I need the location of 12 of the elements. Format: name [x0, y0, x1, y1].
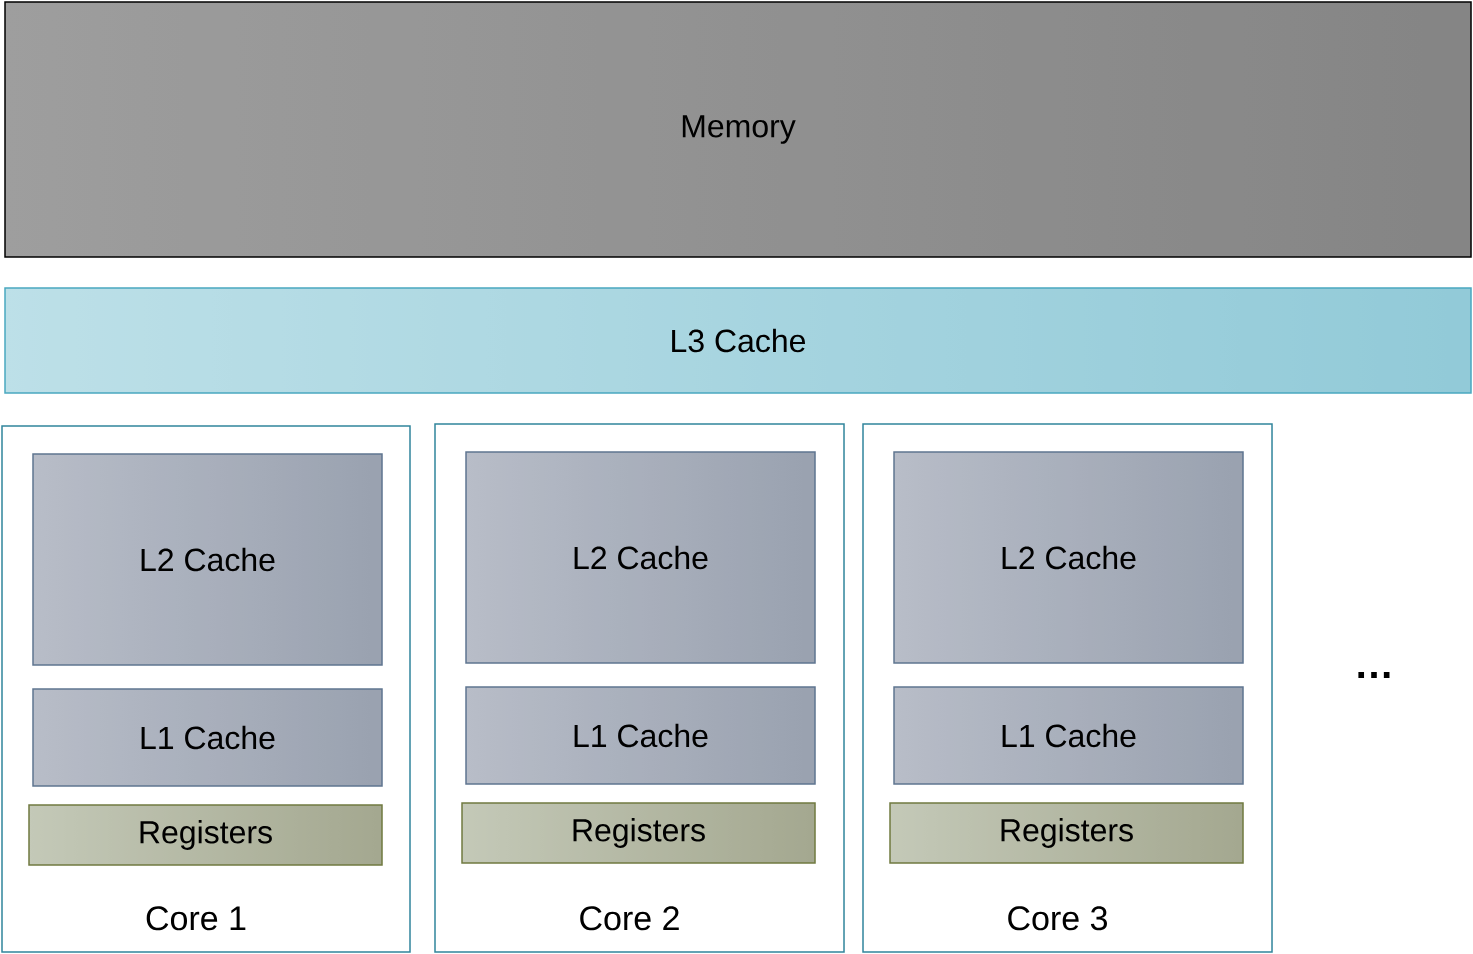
cache-box: L1 Cache — [32, 688, 383, 787]
cache-box: L2 Cache — [893, 451, 1244, 664]
cache-box: L1 Cache — [465, 686, 816, 785]
register-box: Registers — [889, 802, 1244, 864]
cache-box: L3 Cache — [4, 287, 1472, 394]
cache-box: L2 Cache — [465, 451, 816, 664]
register-box: Registers — [461, 802, 816, 864]
cache-box: L1 Cache — [893, 686, 1244, 785]
cache-box: L2 Cache — [32, 453, 383, 666]
memory-box: Memory — [4, 1, 1472, 258]
ellipsis: … — [1358, 672, 1390, 678]
register-box: Registers — [28, 804, 383, 866]
